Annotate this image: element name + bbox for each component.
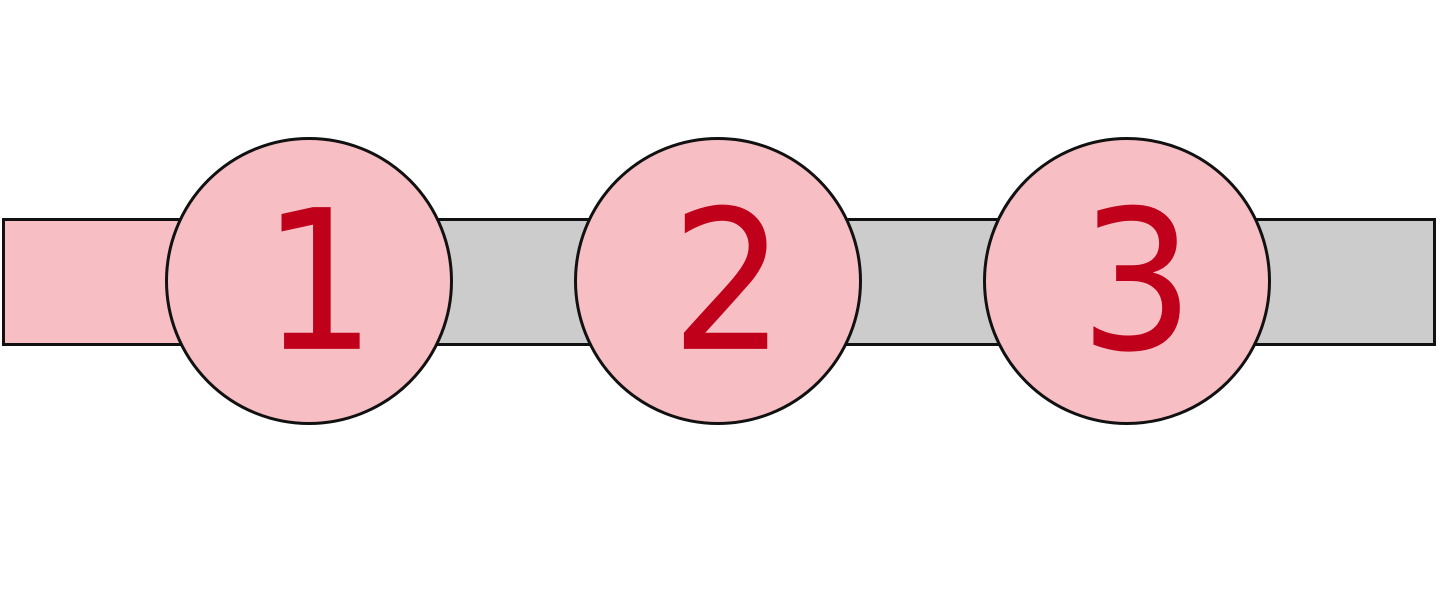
- step-number-2: 2: [670, 169, 786, 396]
- step-number-1: 1: [261, 169, 377, 396]
- step-circle-3: 3: [983, 137, 1271, 425]
- step-circle-1: 1: [165, 137, 453, 425]
- step-circle-2: 2: [574, 137, 862, 425]
- progress-fill: [2, 218, 182, 346]
- step-number-3: 3: [1079, 169, 1195, 396]
